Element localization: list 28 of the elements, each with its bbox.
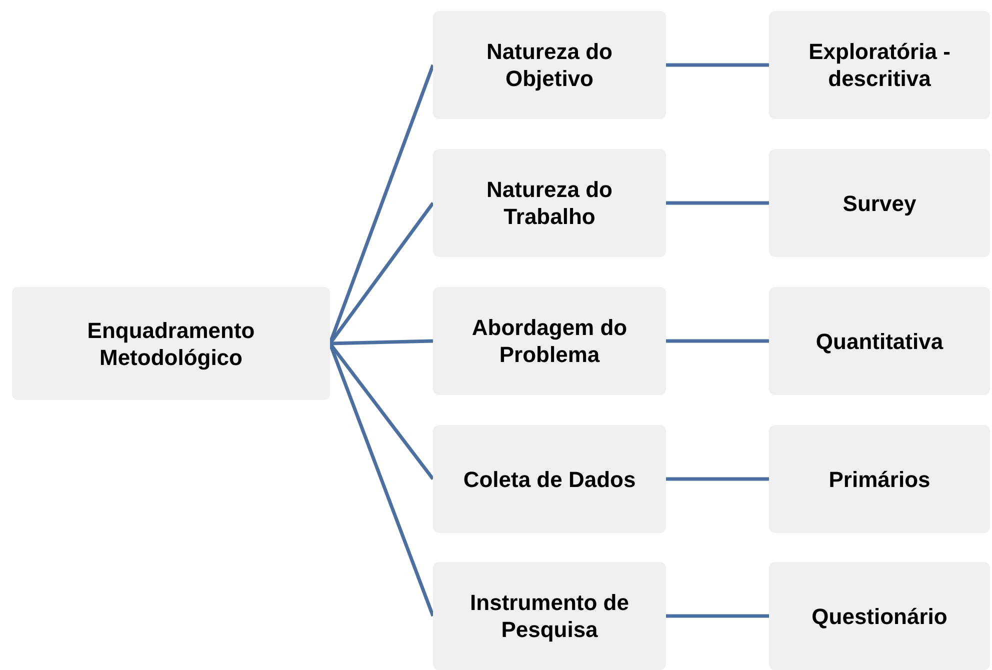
connector-line <box>666 614 769 618</box>
process-box <box>769 149 990 257</box>
process-box <box>433 425 666 533</box>
box-label: Coleta de Dados <box>463 466 636 492</box>
process-box <box>769 562 990 670</box>
process-box <box>433 562 666 670</box>
box-label: Abordagem do Problema <box>470 314 628 368</box>
process-box <box>433 287 666 395</box>
process-box <box>769 425 990 533</box>
box-label: Survey <box>842 190 916 216</box>
connector-line <box>666 63 769 67</box>
connector-line <box>330 339 434 346</box>
connector-line <box>666 339 769 343</box>
box-label: Exploratória - descritiva <box>808 38 952 92</box>
process-box <box>12 287 330 400</box>
box-label: Natureza do Trabalho <box>486 176 614 230</box>
box-label: Questionário <box>812 602 948 630</box>
process-box <box>433 11 666 119</box>
box-label: Instrumento de Pesquisa <box>469 589 630 643</box>
box-label: Quantitativa <box>816 328 944 354</box>
process-box <box>769 287 990 395</box>
box-label: Natureza do Objetivo <box>486 38 614 92</box>
process-box <box>433 149 666 257</box>
connector-line <box>666 477 769 481</box>
connector-line <box>666 201 769 205</box>
process-box <box>769 11 990 119</box>
box-label: Primários <box>828 466 930 492</box>
box-label: Enquadramento Metodológico <box>86 316 256 370</box>
